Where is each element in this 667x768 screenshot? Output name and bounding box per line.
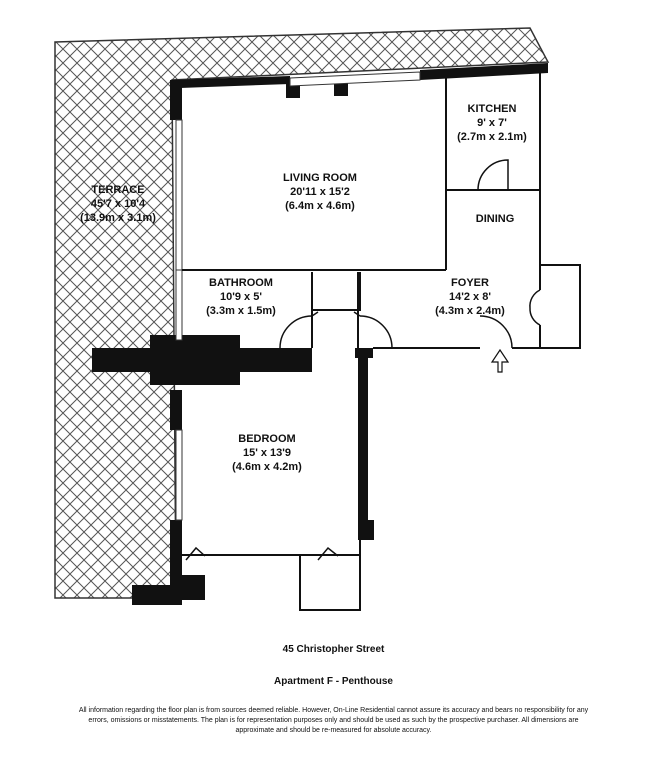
- terrace-name: TERRACE: [91, 184, 145, 196]
- bedroom-imperial: 15' x 13'9: [242, 447, 292, 459]
- terrace-imperial: 45'7 x 10'4: [90, 198, 146, 210]
- dining-label: DINING: [460, 212, 530, 226]
- foyer-metric: (4.3m x 2.4m): [435, 305, 505, 317]
- bedroom-label: BEDROOM 15' x 13'9 (4.6m x 4.2m): [212, 432, 322, 474]
- bedroom-metric: (4.6m x 4.2m): [232, 461, 302, 473]
- living-room-name: LIVING ROOM: [283, 172, 357, 184]
- bedroom-name: BEDROOM: [238, 433, 296, 445]
- exterior-walls: [92, 63, 548, 605]
- kitchen-name: KITCHEN: [467, 103, 517, 115]
- disclaimer-text: All information regarding the floor plan…: [78, 707, 589, 734]
- living-room-metric: (6.4m x 4.6m): [285, 200, 355, 212]
- kitchen-metric: (2.7m x 2.1m): [457, 131, 527, 143]
- interior-walls: [182, 70, 581, 611]
- address-title: 45 Christopher Street: [282, 644, 385, 655]
- bathroom-imperial: 10'9 x 5': [220, 291, 262, 303]
- terrace-label: TERRACE 45'7 x 10'4 (13.9m x 3.1m): [63, 183, 173, 225]
- living-room-label: LIVING ROOM 20'11 x 15'2 (6.4m x 4.6m): [255, 171, 385, 213]
- windows: [175, 71, 421, 521]
- kitchen-imperial: 9' x 7': [477, 117, 507, 129]
- bathroom-label: BATHROOM 10'9 x 5' (3.3m x 1.5m): [186, 276, 296, 318]
- dining-name: DINING: [475, 213, 515, 225]
- bathroom-name: BATHROOM: [209, 277, 273, 289]
- entrance-arrow-icon: [490, 348, 510, 373]
- kitchen-label: KITCHEN 9' x 7' (2.7m x 2.1m): [444, 102, 540, 144]
- bathroom-metric: (3.3m x 1.5m): [206, 305, 276, 317]
- foyer-label: FOYER 14'2 x 8' (4.3m x 2.4m): [420, 276, 520, 318]
- living-room-imperial: 20'11 x 15'2: [290, 186, 350, 198]
- door-swings: [185, 159, 541, 561]
- foyer-name: FOYER: [451, 277, 489, 289]
- apartment-title: Apartment F - Penthouse: [274, 676, 393, 687]
- foyer-imperial: 14'2 x 8': [449, 291, 491, 303]
- floor-plan: [54, 27, 581, 611]
- terrace-metric: (13.9m x 3.1m): [80, 212, 156, 224]
